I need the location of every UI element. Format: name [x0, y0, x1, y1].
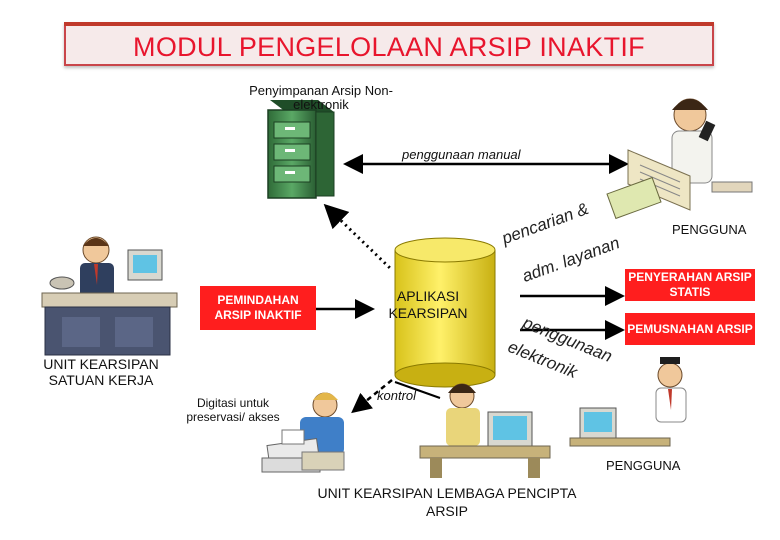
manual-use-label: penggunaan manual — [402, 147, 521, 162]
user-at-computer-icon — [569, 357, 687, 447]
control-label: kontrol — [377, 388, 417, 403]
destruction-box: PEMUSNAHAN ARSIP — [625, 313, 755, 345]
filing-cabinet-icon — [267, 100, 335, 199]
office-worker-phone-icon — [606, 98, 753, 220]
person-with-documents-icon — [261, 392, 345, 473]
institution-unit-label: UNIT KEARSIPAN LEMBAGA PENCIPTA ARSIP — [317, 485, 577, 519]
application-label: APLIKASI KEARSIPAN — [388, 288, 468, 321]
storage-label: Penyimpanan Arsip Non-elektronik — [249, 83, 393, 112]
kontrol-line — [394, 381, 441, 399]
static-handover-box: PENYERAHAN ARSIP STATIS — [625, 269, 755, 301]
database-cylinder-icon — [394, 237, 496, 388]
office-worker-left-icon — [41, 236, 178, 356]
person-at-computer-icon — [419, 383, 551, 478]
kontrol-arrow — [351, 379, 393, 414]
transfer-box: PEMINDAHAN ARSIP INAKTIF — [200, 286, 316, 330]
work-unit-label: UNIT KEARSIPAN SATUAN KERJA — [43, 356, 159, 388]
title-bar: MODUL PENGELOLAAN ARSIP INAKTIF — [64, 22, 714, 66]
dotted-link-cabinet — [323, 203, 394, 272]
digitization-label: Digitasi untuk preservasi/ akses — [186, 396, 280, 424]
user-bottom-label: PENGGUNA — [606, 458, 681, 473]
page-title: MODUL PENGELOLAAN ARSIP INAKTIF — [133, 32, 645, 62]
user-top-label: PENGGUNA — [672, 222, 747, 237]
